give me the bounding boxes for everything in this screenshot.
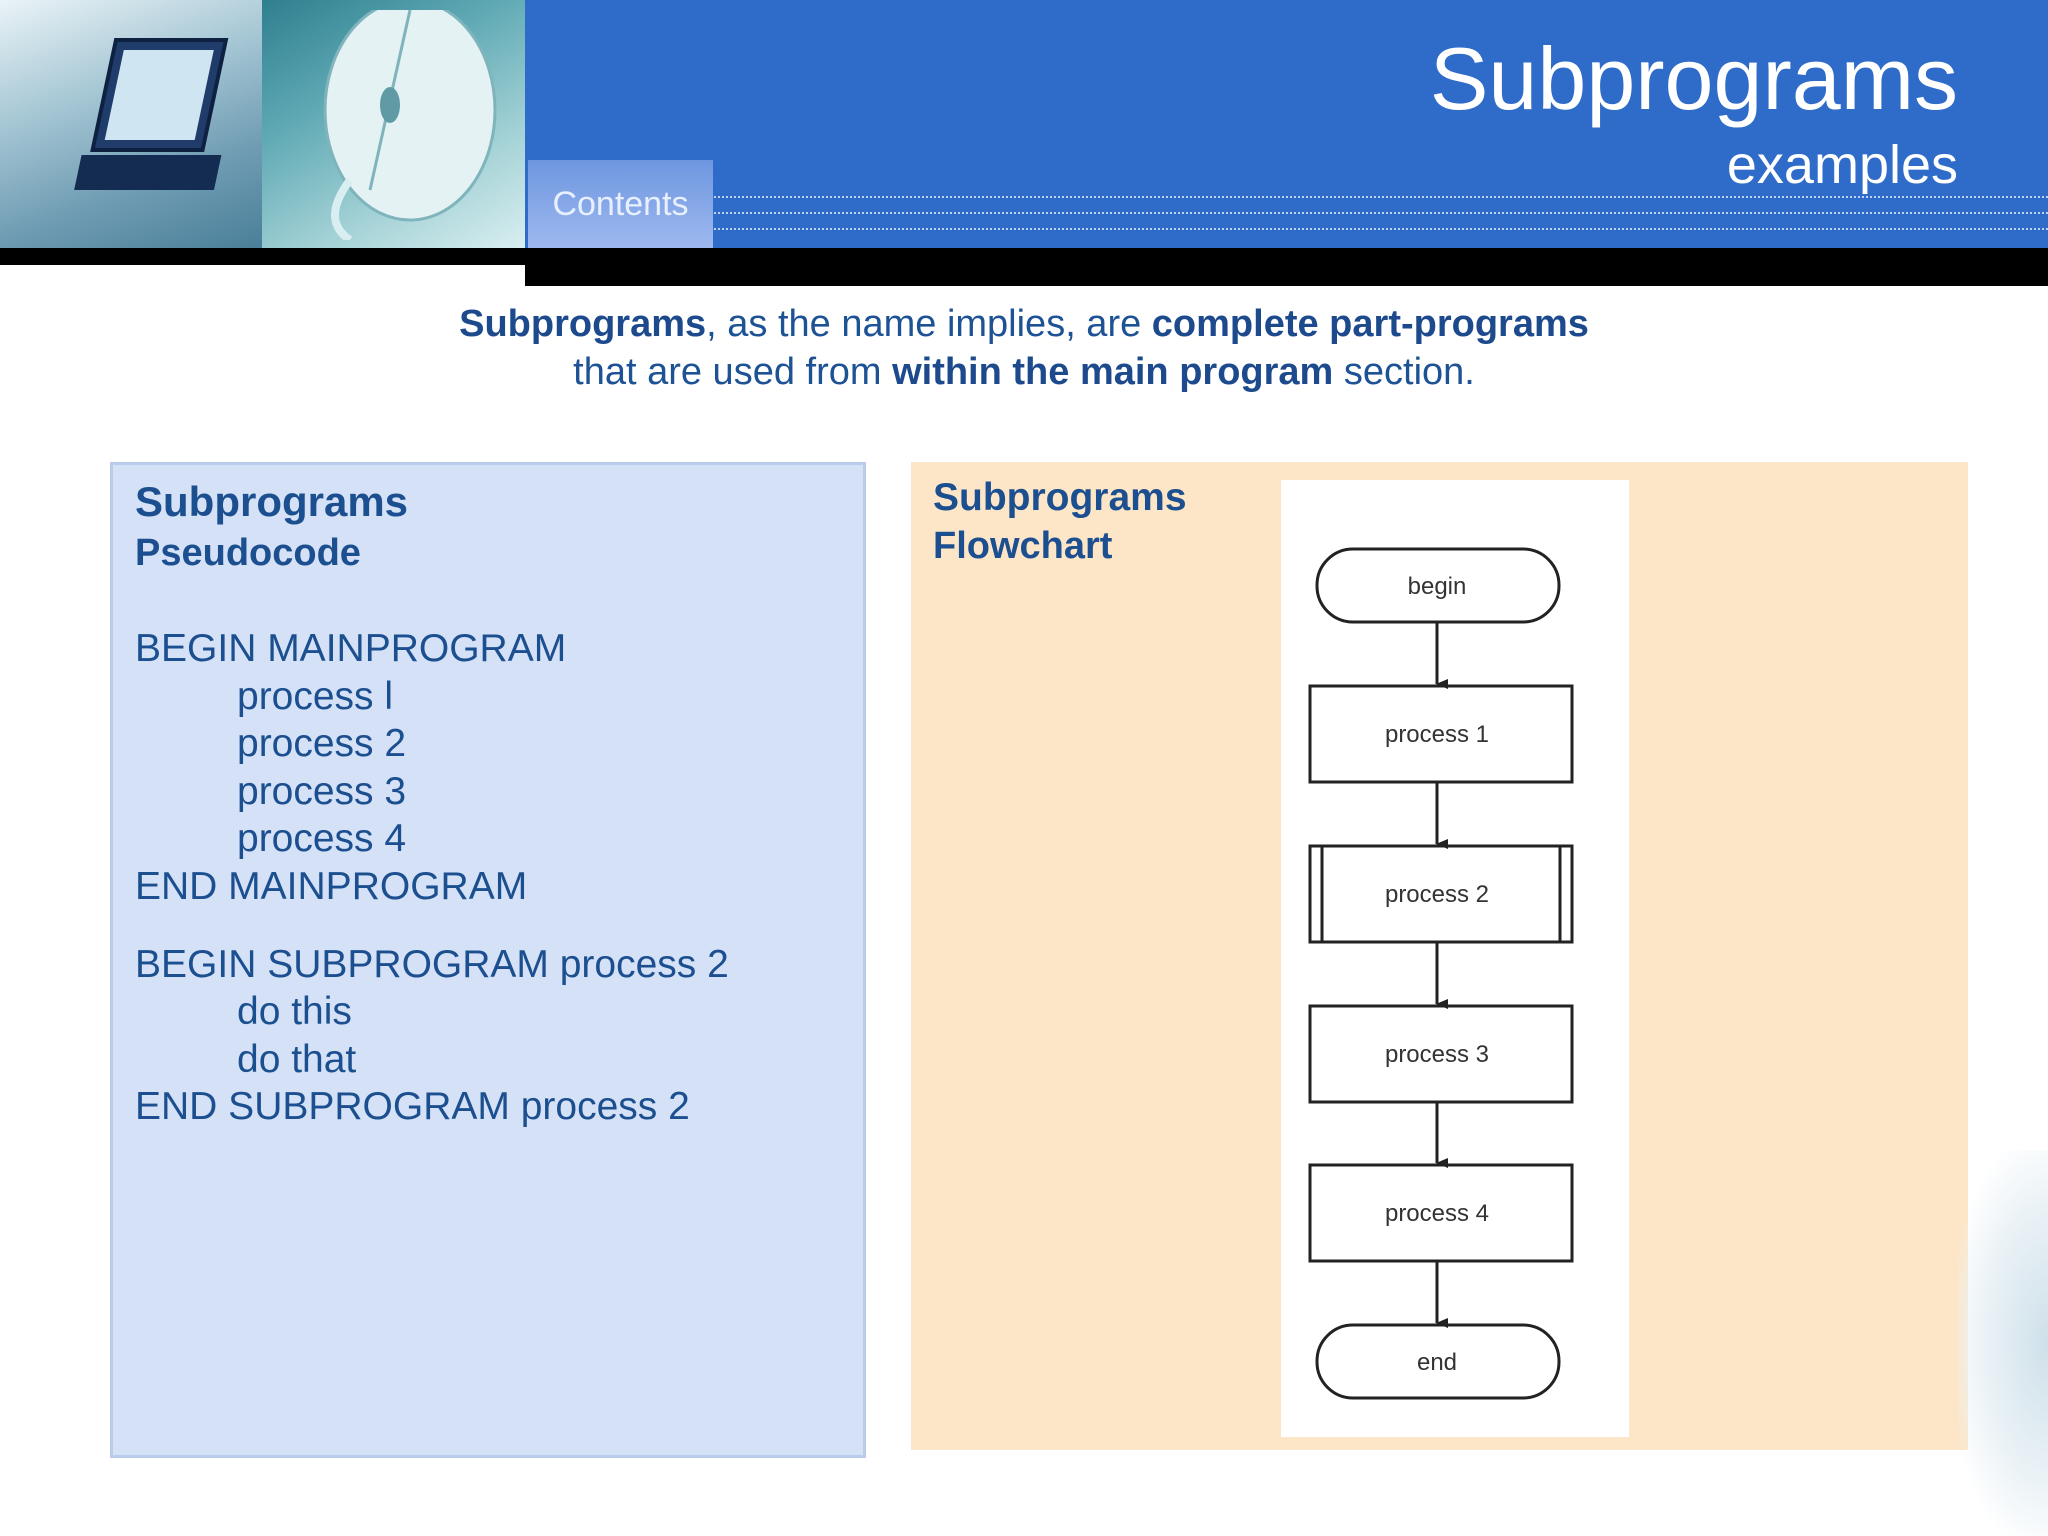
slide-subtitle: examples (1726, 135, 1958, 195)
intro-line-2: that are used from within the main progr… (0, 348, 2048, 396)
code-line: BEGIN MAINPROGRAM (135, 627, 567, 670)
code-line: END SUBPROGRAM process 2 (135, 1085, 690, 1129)
intro-span: section. (1333, 351, 1475, 393)
intro-bold: within the main program (892, 351, 1334, 393)
code-line: process 3 (237, 769, 407, 813)
slide-title: Subprograms (1429, 29, 1958, 128)
header-banner (525, 0, 2048, 248)
code-line: END MAINPROGRAM (135, 864, 528, 908)
intro-bold: Subprograms (459, 303, 707, 345)
flowchart-svg: begin process 1 process 2 process 3 proc… (1308, 547, 1574, 1400)
contents-tab[interactable]: Contents (528, 160, 713, 248)
pseudocode-block: BEGIN MAINPROGRAM process l process 2 pr… (135, 625, 729, 1131)
dotted-rule (714, 228, 2048, 230)
flowchart-heading: Subprograms (933, 476, 1187, 519)
intro-line-1: Subprograms, as the name implies, are co… (0, 300, 2048, 348)
flow-label-process-1: process 1 (1385, 721, 1489, 748)
flow-label-process-3: process 3 (1385, 1041, 1489, 1068)
pseudocode-panel: Subprograms Pseudocode BEGIN MAINPROGRAM… (110, 462, 866, 1458)
flowchart-subheading: Flowchart (933, 525, 1113, 567)
header-underline (525, 248, 2048, 286)
pseudocode-subheading: Pseudocode (135, 532, 361, 574)
mouse-icon (323, 10, 497, 240)
pseudocode-heading: Subprograms (135, 478, 409, 525)
dotted-rule (714, 212, 2048, 214)
background-swirl (1958, 1150, 2048, 1536)
mouse-photo (262, 0, 525, 248)
flow-label-end: end (1417, 1349, 1457, 1376)
code-line: BEGIN SUBPROGRAM process 2 (135, 942, 729, 986)
intro-span: that are used from (573, 351, 893, 393)
flow-label-process-4: process 4 (1385, 1200, 1489, 1227)
code-line: process 4 (237, 817, 407, 861)
code-line: process l (237, 674, 394, 718)
flowchart-diagram: begin process 1 process 2 process 3 proc… (1281, 480, 1629, 1437)
intro-text: Subprograms, as the name implies, are co… (0, 300, 2048, 396)
intro-bold: complete part-programs (1151, 303, 1589, 345)
code-line: do that (237, 1037, 357, 1081)
intro-span: , as the name implies, are (706, 303, 1152, 345)
code-line: process 2 (237, 722, 407, 766)
flow-label-process-2: process 2 (1385, 881, 1489, 908)
code-spacer (135, 911, 729, 941)
flow-node-process-2 (1308, 844, 1574, 944)
header-photo (0, 0, 525, 248)
header-underline (0, 248, 525, 265)
laptop-icon (74, 38, 229, 190)
laptop-photo (0, 0, 262, 248)
dotted-rule (714, 196, 2048, 198)
code-line: do this (237, 990, 352, 1034)
flow-label-begin: begin (1408, 573, 1467, 600)
